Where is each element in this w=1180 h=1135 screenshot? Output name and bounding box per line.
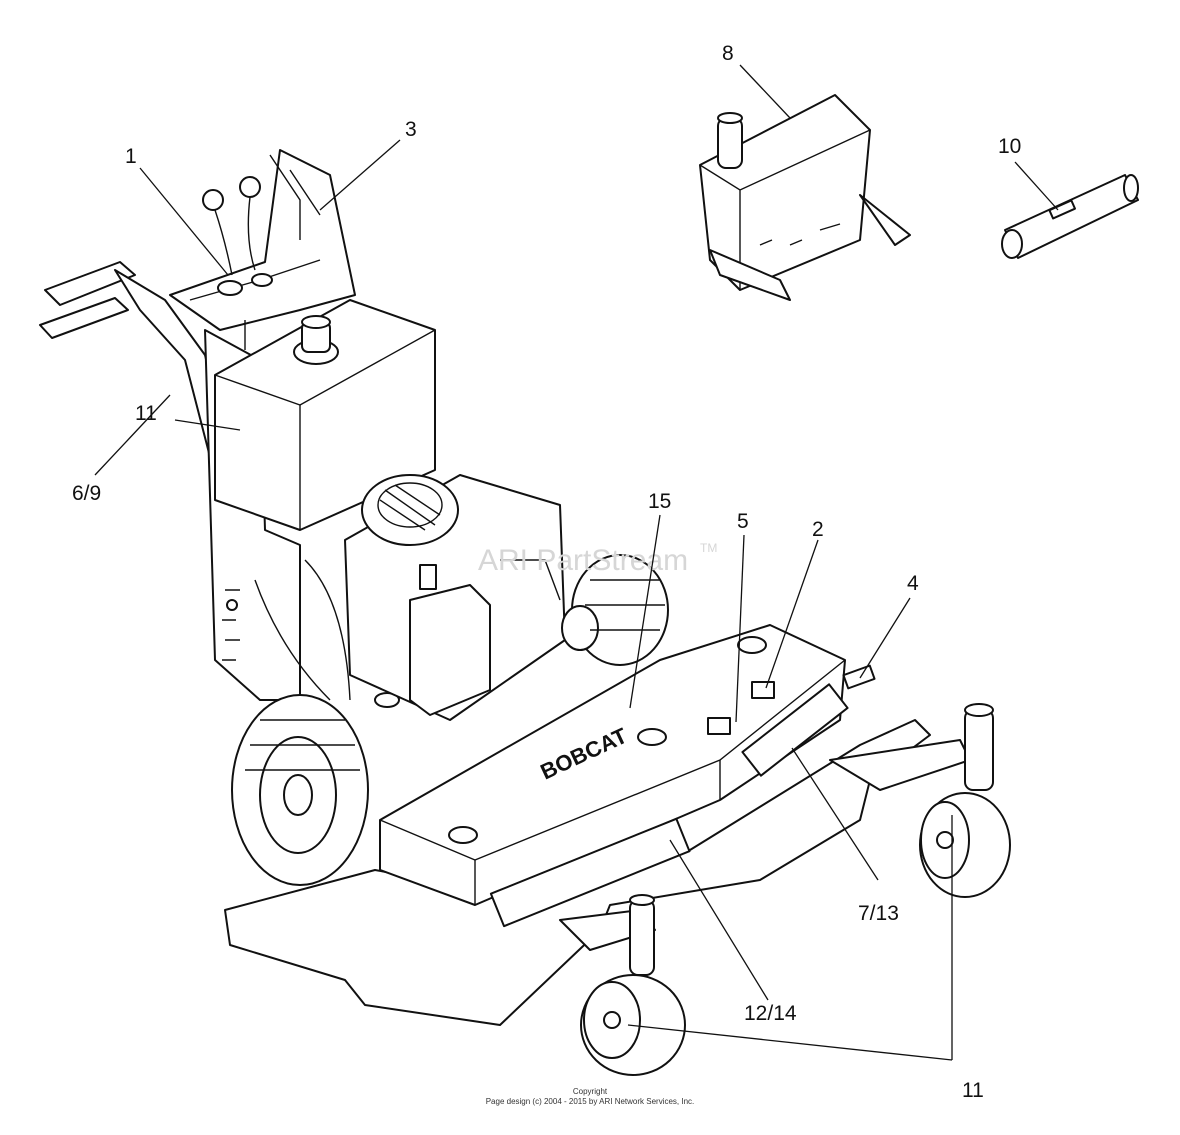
engine [344, 474, 566, 721]
caster-wheel-bottom [559, 894, 686, 1076]
callout-8: 8 [722, 42, 734, 65]
fuel-tank [214, 299, 436, 531]
callout-12-14: 12/14 [744, 1002, 797, 1025]
callout-labels: 1 3 6/9 8 10 15 5 2 4 11 7/13 12/14 11 [72, 42, 1021, 1102]
callout-3: 3 [405, 118, 417, 141]
callout-4: 4 [907, 572, 919, 595]
callout-5: 5 [737, 510, 749, 533]
footer-page-design: Page design (c) 2004 - 2015 by ARI Netwo… [486, 1097, 695, 1106]
callout-6-9: 6/9 [72, 482, 101, 505]
rear-wheel-right [561, 554, 669, 666]
caster-wheel-right [829, 703, 1011, 898]
part-8-fuel-tank-module [699, 94, 911, 301]
callout-7-13: 7/13 [858, 902, 899, 925]
part-10-tube [1001, 174, 1139, 259]
callout-15: 15 [648, 490, 671, 513]
callout-11-bottom: 11 [962, 1079, 984, 1102]
watermark-tm: TM [700, 541, 717, 555]
watermark-text: ARI PartStream [478, 544, 688, 577]
rear-wheel-left [231, 694, 369, 886]
callout-10: 10 [998, 135, 1021, 158]
leader-lines [94, 64, 1059, 1061]
callout-11-left: 11 [135, 402, 157, 425]
footer-copyright: Copyright [573, 1087, 608, 1096]
callout-1: 1 [125, 145, 137, 168]
mower-deck: BOBCAT [224, 624, 931, 1026]
callout-2: 2 [812, 518, 824, 541]
